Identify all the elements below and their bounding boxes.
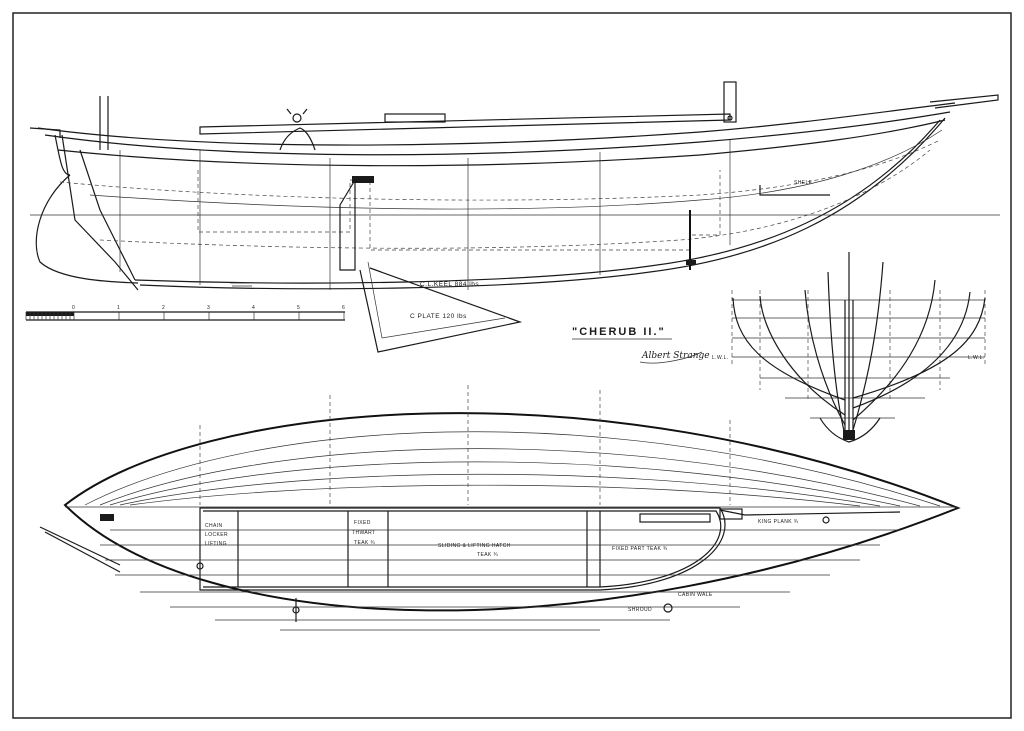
hatch-label-2: TEAK ¾ — [477, 552, 498, 558]
chain-locker-label-1: CHAIN — [205, 523, 223, 529]
scale-tick-4: 4 — [252, 305, 255, 311]
chain-locker-label-3: LIFTING — [205, 541, 227, 547]
lwl-left-label: L.W.L. — [712, 355, 729, 361]
scale-tick-5: 5 — [297, 305, 300, 311]
cabin-wale-label: CABIN WALE — [678, 592, 713, 598]
scale-tick-0: 0 — [72, 305, 75, 311]
scale-tick-6: 6 — [342, 305, 345, 311]
thwart-label-3: TEAK ¾ — [354, 540, 375, 546]
shelf-label: SHELF — [794, 180, 812, 186]
thwart-label-2: THWART — [352, 530, 376, 536]
hatch-label-1: SLIDING & LIFTING HATCH — [438, 543, 511, 549]
king-plank-label: KING PLANK ¾ — [758, 519, 799, 525]
chain-locker-label-2: LOCKER — [205, 532, 228, 538]
scale-tick-2: 2 — [162, 305, 165, 311]
scale-bar — [25, 311, 345, 321]
lwl-right-label: L.W.L. — [968, 355, 985, 361]
profile-view — [29, 81, 1000, 353]
centreplate-weight-label: C PLATE 120 lbs — [410, 313, 467, 320]
fixed-part-label: FIXED PART TEAK ¾ — [612, 546, 668, 552]
designer-signature: Albert Strange — [641, 351, 710, 361]
keel-weight-label: C.L.KEEL 884 lbs — [420, 281, 479, 288]
drawing-border — [12, 12, 1012, 719]
scale-tick-1: 1 — [117, 305, 120, 311]
signature-flourish — [639, 351, 703, 364]
deck-plan — [39, 385, 961, 631]
drawing-title: "CHERUB II." — [572, 326, 666, 338]
body-plan — [731, 252, 986, 443]
thwart-label-1: FIXED — [354, 520, 371, 526]
scale-tick-3: 3 — [207, 305, 210, 311]
shroud-label: SHROUD — [628, 607, 652, 613]
